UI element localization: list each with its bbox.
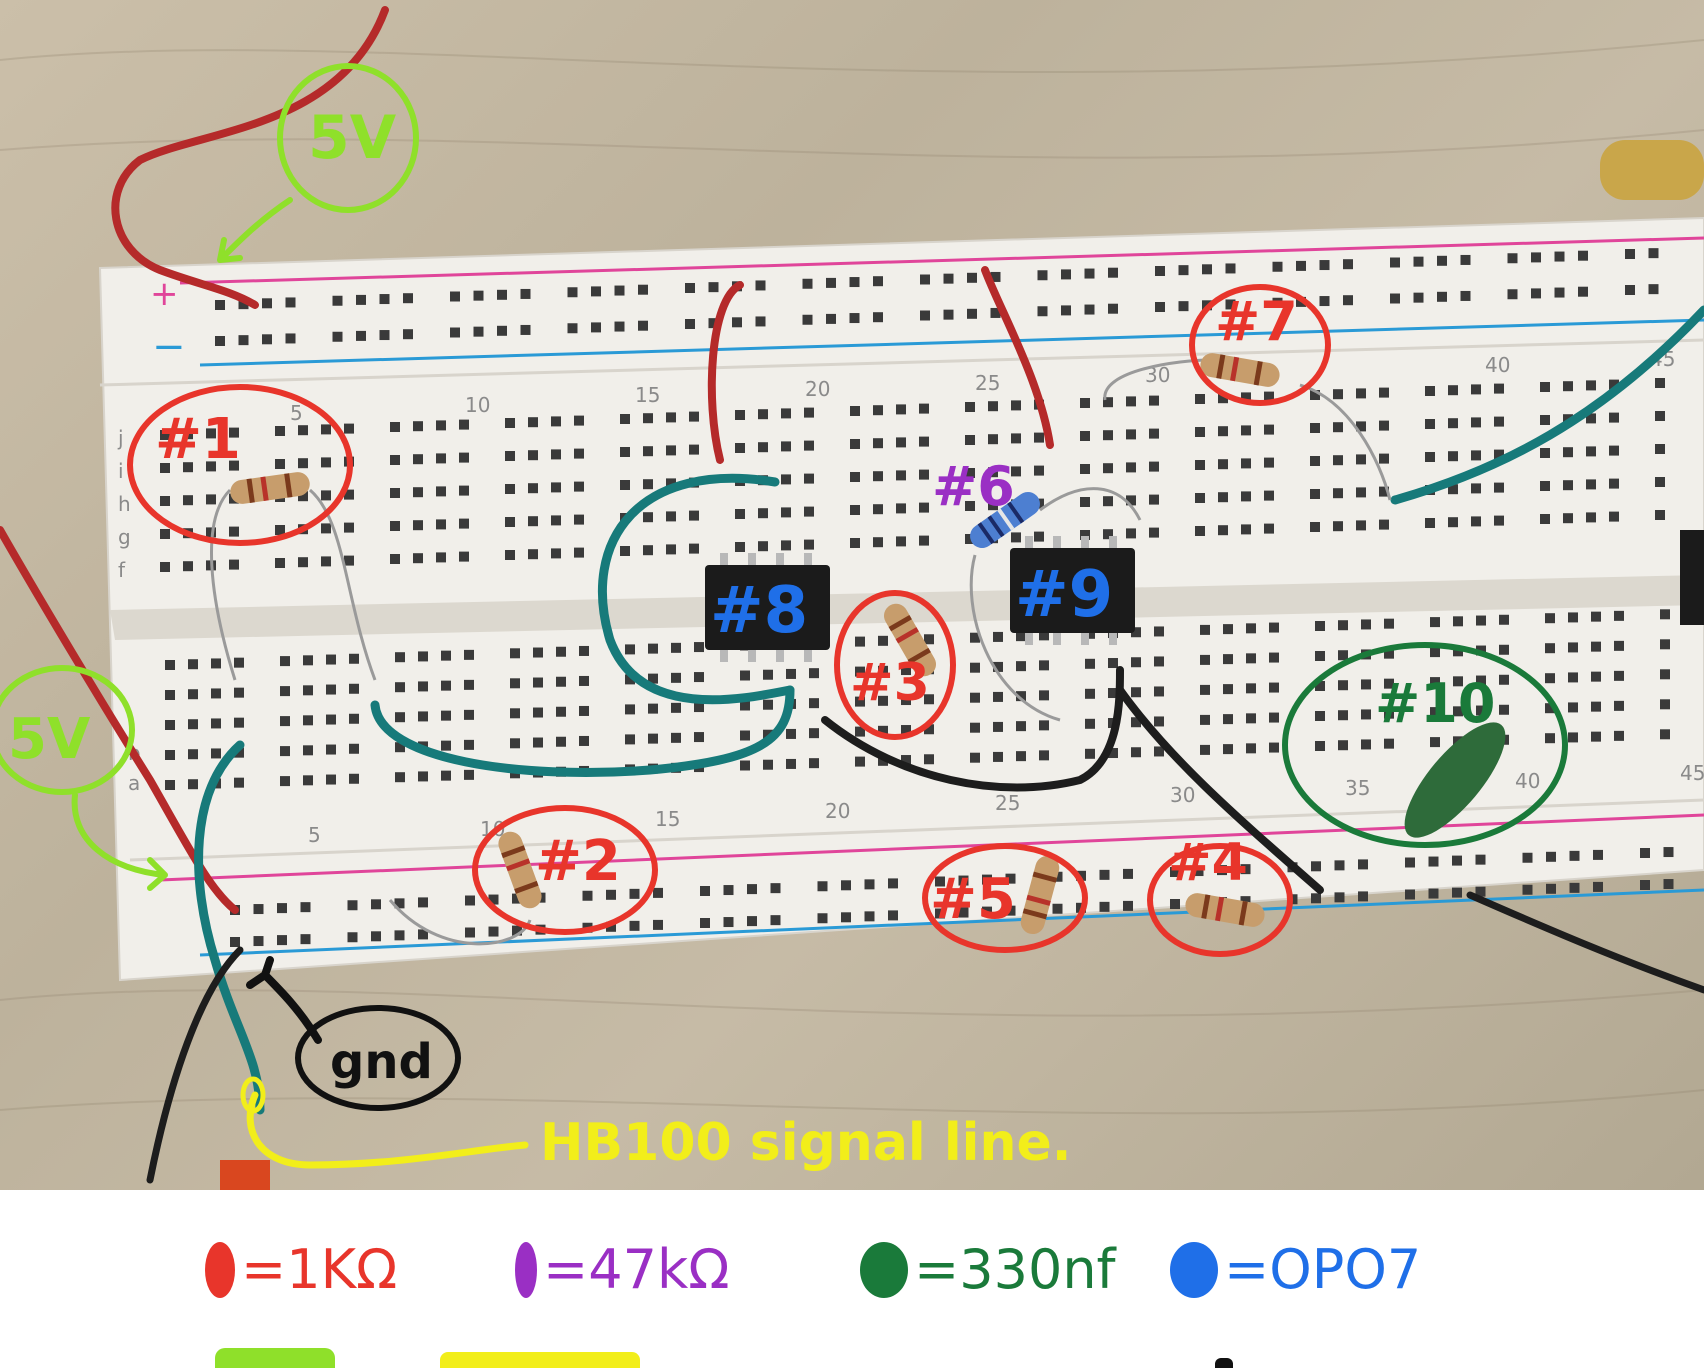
label-signal-line: HB100 signal line.: [540, 1113, 1072, 1173]
row-letter-g: g: [118, 525, 131, 549]
row-letter-f: f: [118, 558, 126, 582]
rail-plus-label: +: [150, 274, 179, 314]
label-r7: #7: [1215, 290, 1298, 353]
ic-chip-edge: [1680, 530, 1704, 625]
circle-r3: [834, 590, 956, 740]
row-letter-a: a: [128, 771, 140, 795]
opamp-chip-9: [1010, 536, 1135, 645]
legend-yellow-partial: [440, 1352, 640, 1368]
component-leads: [210, 358, 1392, 946]
col-num-bottom-40: 40: [1515, 769, 1540, 793]
resistor-7: [1200, 353, 1280, 387]
label-5v-top: 5V: [308, 103, 397, 173]
rail-minus-label: −: [152, 324, 186, 370]
legend-blue-label: =OPO7: [1224, 1238, 1422, 1301]
col-num-top-10: 10: [465, 393, 490, 417]
circle-r2: [472, 805, 658, 935]
row-letter-h: h: [118, 492, 131, 516]
resistor-2: [498, 831, 542, 909]
circle-r7: [1189, 284, 1331, 406]
row-letter-i: i: [118, 459, 124, 483]
col-num-bottom-15: 15: [655, 807, 680, 831]
color-legend: =1KΩ =47kΩ =330nf =OPO7: [0, 1190, 1704, 1368]
arrow-gnd: [246, 956, 322, 1044]
col-num-bottom-45: 45: [1680, 761, 1704, 785]
capacitor-10: [1404, 722, 1506, 838]
breadboard-scene: + − j i h g f a b 5 10 15 20 25 30 40 45…: [0, 6, 1704, 1190]
arrow-5v-left: [71, 792, 168, 891]
circle-r1: [127, 384, 353, 546]
label-5v-left: 5V: [8, 707, 91, 772]
col-num-top-40: 40: [1485, 353, 1510, 377]
circle-c10: [1282, 642, 1568, 848]
col-num-bottom-30: 30: [1170, 783, 1195, 807]
label-c10: #10: [1375, 672, 1495, 735]
circle-r4: [1147, 843, 1293, 957]
label-gnd: gnd: [330, 1034, 433, 1090]
col-num-top-25: 25: [975, 371, 1000, 395]
col-num-bottom-25: 25: [995, 791, 1020, 815]
breadboard-photo: + − j i h g f a b 5 10 15 20 25 30 40 45…: [0, 0, 1704, 1190]
label-r1: #1: [155, 407, 241, 472]
resistor-3: [884, 603, 936, 677]
col-num-top-15: 15: [635, 383, 660, 407]
circle-5v-left: [0, 665, 135, 795]
alligator-clip: [1600, 140, 1704, 200]
resistor-4: [1185, 893, 1265, 927]
annotation-strokes: [0, 63, 1568, 1169]
opamp-chip-8: [705, 553, 830, 662]
legend-purple: =47kΩ: [515, 1238, 730, 1301]
hole-grid: [160, 248, 1674, 947]
legend-blue: =OPO7: [1170, 1238, 1421, 1301]
label-r5: #5: [930, 867, 1016, 932]
purple-swatch: [515, 1241, 537, 1298]
row-letter-j: j: [117, 426, 124, 450]
col-num-top-20: 20: [805, 377, 830, 401]
blue-swatch: [1170, 1241, 1218, 1298]
connector-tip: [220, 1160, 270, 1190]
green-swatch: [860, 1241, 908, 1298]
legend-green: =330nf: [860, 1238, 1116, 1301]
circle-gnd: [295, 1005, 461, 1111]
red-swatch: [205, 1241, 235, 1298]
legend-green-label: =330nf: [914, 1238, 1116, 1301]
col-num-bottom-5: 5: [308, 823, 321, 847]
resistor-5: [1020, 855, 1060, 935]
col-num-bottom-20: 20: [825, 799, 850, 823]
legend-lime-partial: [215, 1348, 335, 1368]
legend-purple-label: =47kΩ: [543, 1238, 730, 1301]
arrow-signal: [246, 1091, 529, 1169]
wires: [0, 6, 1704, 1184]
arrow-5v-top: [217, 197, 293, 263]
col-num-bottom-35: 35: [1345, 776, 1370, 800]
label-r6: #6: [932, 455, 1015, 518]
legend-red-label: =1KΩ: [241, 1238, 398, 1301]
legend-red: =1KΩ: [205, 1238, 397, 1301]
resistor-1: [230, 472, 310, 504]
label-ic8: #8: [710, 574, 808, 648]
label-r2: #2: [535, 829, 621, 894]
label-ic9: #9: [1015, 558, 1113, 632]
resistor-6: [970, 491, 1040, 549]
col-num-top-5: 5: [290, 401, 303, 425]
circle-5v-top: [277, 63, 419, 213]
legend-black-partial: [1215, 1358, 1233, 1368]
circle-r5: [922, 843, 1088, 953]
label-r4: #4: [1168, 833, 1248, 893]
label-r3: #3: [850, 653, 930, 713]
